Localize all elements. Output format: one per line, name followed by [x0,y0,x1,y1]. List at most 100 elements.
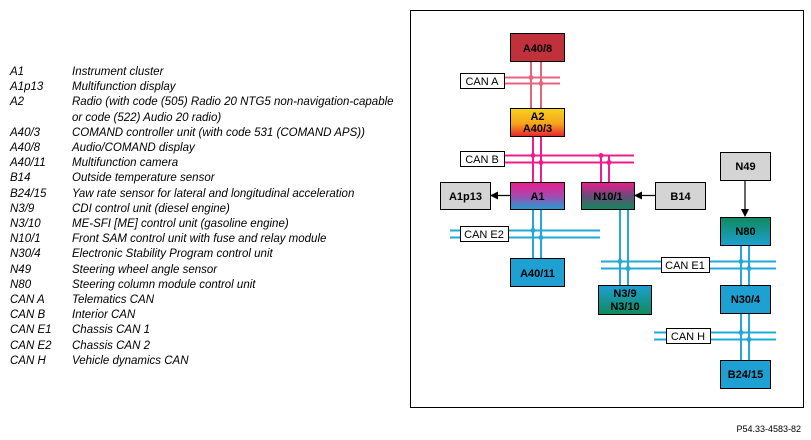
figure-reference: P54.33-4583-82 [736,424,801,434]
legend-description: Instrument cluster [72,66,164,78]
legend-row: CAN E1 Chassis CAN 1 [10,323,405,338]
svg-text:N30/4: N30/4 [731,294,761,306]
svg-text:A40/8: A40/8 [523,43,552,55]
legend-row: N30/4 Electronic Stability Program contro… [10,247,405,262]
legend-row: A1 Instrument cluster [10,65,405,80]
svg-text:B24/15: B24/15 [728,369,763,381]
legend-code: A1p13 [10,81,44,94]
legend-code: N3/9 [10,202,35,215]
legend-row: B14 Outside temperature sensor [10,171,405,186]
legend-row: CAN E2 Chassis CAN 2 [10,339,405,354]
legend-code: A1 [10,66,25,78]
module-n30-4: N30/4 [720,285,771,314]
legend-description: Yaw rate sensor for lateral and longitud… [72,187,355,200]
svg-text:CAN H: CAN H [671,331,705,343]
module-n10-1: N10/1 [581,182,635,210]
legend-code: N49 [10,263,32,276]
svg-text:CAN B: CAN B [465,154,499,166]
module-a1: A1 [510,182,565,210]
svg-text:CAN E1: CAN E1 [665,260,705,272]
svg-text:N10/1: N10/1 [593,191,622,203]
module-b14: B14 [655,182,706,210]
legend-code: N30/4 [10,248,41,261]
can-a-nodes [528,75,544,86]
legend-description: Multifunction display [72,81,176,94]
legend-description: Front SAM control unit with fuse and rel… [72,233,327,246]
legend-row: B24/15 Yaw rate sensor for lateral and lo… [10,187,405,202]
legend-code: B24/15 [10,187,47,200]
legend-description: Steering wheel angle sensor [72,263,218,276]
legend-description: Audio/COMAND display [72,142,195,155]
legend-description: CDI control unit (diesel engine) [72,202,230,215]
svg-text:N3/9: N3/9 [613,288,636,300]
bus-label-can-e1: CAN E1 [661,257,710,273]
legend-row: A40/11 Multifunction camera [10,156,405,171]
svg-text:A1: A1 [530,191,544,203]
module-n49: N49 [720,152,771,181]
module-a40-8: A40/8 [510,33,565,62]
legend-description: Chassis CAN 1 [72,324,150,337]
legend-code: CAN B [10,309,46,322]
legend-description: COMAND controller unit (with code 531 (C… [72,126,365,139]
legend-code: CAN E2 [10,339,52,352]
bus-label-can-b: CAN B [460,151,505,167]
legend-code: A40/3 [10,126,41,139]
legend-code: CAN E1 [10,324,52,337]
can-b-bus [504,136,634,182]
legend-row: A1p13 Multifunction display [10,80,405,95]
bus-label-can-h: CAN H [666,328,711,344]
legend-code: A40/8 [10,142,41,155]
module-n3-9-n3-10: N3/9 N3/10 [598,285,652,315]
svg-text:CAN A: CAN A [465,76,499,88]
svg-text:N80: N80 [735,226,755,238]
legend-code: N10/1 [10,233,41,246]
legend-description: Electronic Stability Program control uni… [72,248,273,261]
legend-description: Steering column module control unit [72,278,256,291]
legend-row: N3/10 ME-SFI [ME] control unit (gasoline … [10,217,405,232]
svg-text:CAN E2: CAN E2 [464,229,504,241]
module-a1p13: A1p13 [440,182,491,210]
module-a40-11: A40/11 [510,258,565,287]
can-h-nodes [738,330,752,342]
can-e1-nodes [617,259,752,271]
legend-description: Chassis CAN 2 [72,339,150,352]
legend-code: CAN H [10,354,46,367]
legend-row: A40/8 Audio/COMAND display [10,141,405,156]
legend-row: A40/3 COMAND controller unit (with code 5… [10,126,405,141]
can-b-nodes [530,153,612,165]
module-n80: N80 [720,217,771,246]
legend-code: A40/11 [10,157,46,170]
legend-row: N10/1 Front SAM control unit with fuse an… [10,232,405,247]
legend-row: CAN A Telematics CAN [10,293,405,308]
legend-code: N3/10 [10,218,41,231]
legend-row: N80 Steering column module control unit [10,278,405,293]
legend-row: N3/9 CDI control unit (diesel engine) [10,202,405,217]
svg-text:B14: B14 [670,191,691,203]
legend-description: Telematics CAN [72,294,155,307]
legend-description: ME-SFI [ME] control unit (gasoline engin… [72,218,289,231]
legend-code: CAN A [10,294,45,307]
svg-text:A40/3: A40/3 [523,123,552,135]
bus-label-can-e2: CAN E2 [460,226,509,242]
module-b24-15: B24/15 [720,360,771,389]
legend-description: Interior CAN [72,309,136,322]
legend-row: CAN B Interior CAN [10,308,405,323]
legend-description: Multifunction camera [72,157,179,170]
svg-text:A2: A2 [530,111,544,123]
legend-description: Radio (with code (505) Radio 20 NTG5 non… [72,96,394,124]
svg-text:N3/10: N3/10 [610,301,639,313]
svg-text:A1p13: A1p13 [449,191,482,203]
svg-text:A40/11: A40/11 [520,268,555,280]
legend-code: B14 [10,172,31,185]
bus-label-can-a: CAN A [460,73,505,89]
legend-code: N80 [10,278,32,291]
svg-text:N49: N49 [735,161,755,173]
legend-description: Outside temperature sensor [72,172,215,185]
can-e2-nodes [530,228,544,240]
module-a2-a40-3: A2 A40/3 [510,108,565,137]
legend-row: N49 Steering wheel angle sensor [10,263,405,278]
